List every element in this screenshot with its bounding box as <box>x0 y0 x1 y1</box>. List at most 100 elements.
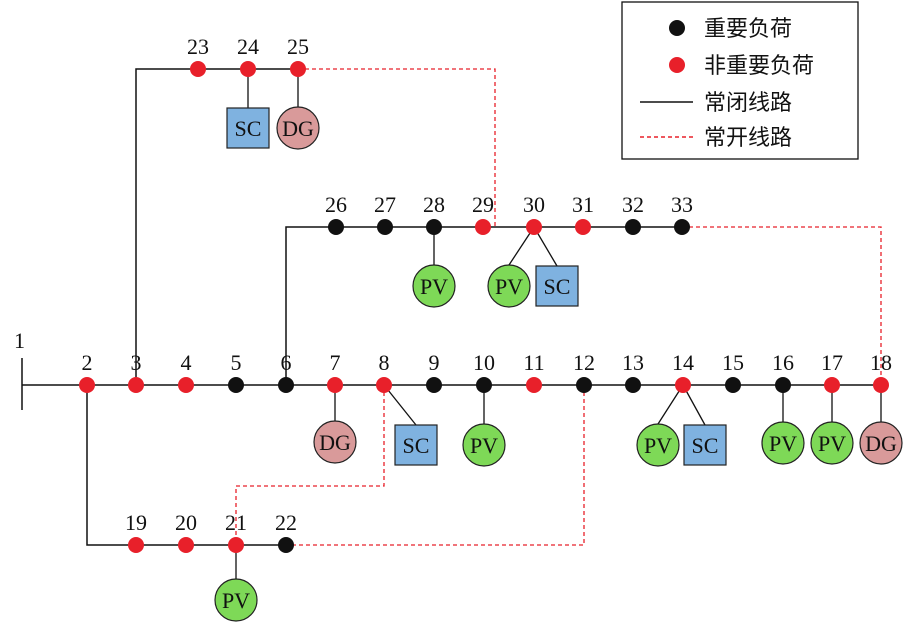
bus-node-11 <box>526 377 542 393</box>
sc-label: SC <box>544 274 571 299</box>
bus-node-25 <box>290 61 306 77</box>
bus-label-8: 8 <box>379 350 390 375</box>
bus-node-29 <box>475 219 491 235</box>
bus-label-4: 4 <box>181 350 192 375</box>
bus-node-21 <box>228 537 244 553</box>
pv-circle <box>761 421 805 465</box>
sc-box <box>683 424 727 466</box>
legend-non-important-marker <box>669 57 685 73</box>
bus-node-18 <box>873 377 889 393</box>
dg-circle <box>859 421 903 465</box>
legend-important-label: 重要负荷 <box>704 17 792 42</box>
bus-label-16: 16 <box>772 350 794 375</box>
sc-label: SC <box>235 116 262 141</box>
bus-label-33: 33 <box>671 192 693 217</box>
bus-node-22 <box>278 537 294 553</box>
pv-device-30: PV <box>487 226 535 308</box>
bus-label-14: 14 <box>672 350 694 375</box>
bus-label-24: 24 <box>237 34 259 59</box>
bus-node-13 <box>625 377 641 393</box>
closed-line-2 <box>86 385 286 546</box>
bus-label-23: 23 <box>187 34 209 59</box>
bus-label-30: 30 <box>523 192 545 217</box>
bus-node-4 <box>178 377 194 393</box>
bus-node-31 <box>575 219 591 235</box>
dg-circle <box>313 420 357 464</box>
sc-label: SC <box>692 433 719 458</box>
bus-label-12: 12 <box>573 350 595 375</box>
source-label: 1 <box>14 328 25 353</box>
bus-label-20: 20 <box>175 510 197 535</box>
dg-device-7: DG <box>313 385 357 464</box>
legend-box <box>621 1 859 160</box>
sc-label: SC <box>403 433 430 458</box>
bus-node-20 <box>178 537 194 553</box>
bus-node-27 <box>377 219 393 235</box>
bus-label-10: 10 <box>473 350 495 375</box>
bus-nodes <box>79 61 889 553</box>
pv-circle <box>487 264 531 308</box>
sc-box <box>394 424 438 466</box>
sc-box <box>535 265 579 307</box>
bus-label-21: 21 <box>225 510 247 535</box>
dg-label: DG <box>319 430 351 455</box>
bus-node-5 <box>228 377 244 393</box>
pv-circle <box>214 578 258 622</box>
source-bus: 1 <box>14 328 25 410</box>
bus-node-32 <box>625 219 641 235</box>
bus-node-24 <box>240 61 256 77</box>
pv-label: PV <box>644 433 672 458</box>
bus-label-26: 26 <box>325 192 347 217</box>
pv-circle <box>810 421 854 465</box>
pv-circle <box>412 264 456 308</box>
bus-node-28 <box>426 219 442 235</box>
bus-node-6 <box>278 377 294 393</box>
pv-device-17: PV <box>810 385 854 465</box>
bus-node-7 <box>327 377 343 393</box>
bus-label-18: 18 <box>870 350 892 375</box>
bus-node-8 <box>376 377 392 393</box>
bus-node-19 <box>128 537 144 553</box>
legend-open-line-label: 常开线路 <box>704 126 792 151</box>
sc-device-14: SC <box>682 384 727 466</box>
bus-label-32: 32 <box>622 192 644 217</box>
sc-device-24: SC <box>226 69 270 149</box>
pv-label: PV <box>495 274 523 299</box>
legend-closed-line-label: 常闭线路 <box>704 91 792 116</box>
bus-node-33 <box>674 219 690 235</box>
pv-circle <box>462 423 506 467</box>
legend-non-important-label: 非重要负荷 <box>704 54 814 79</box>
pv-device-21: PV <box>214 545 258 622</box>
tie-line-8-21 <box>235 385 385 545</box>
bus-label-19: 19 <box>125 510 147 535</box>
pv-label: PV <box>222 588 250 613</box>
pv-device-16: PV <box>761 385 805 465</box>
bus-label-31: 31 <box>572 192 594 217</box>
dg-circle <box>276 106 320 150</box>
tie-line-25-29 <box>298 68 496 227</box>
bus-node-17 <box>824 377 840 393</box>
bus-label-17: 17 <box>821 350 843 375</box>
tie-line-12-22 <box>286 385 585 546</box>
bus-label-6: 6 <box>281 350 292 375</box>
bus-label-7: 7 <box>330 350 341 375</box>
bus-label-2: 2 <box>82 350 93 375</box>
bus-node-10 <box>476 377 492 393</box>
dg-label: DG <box>282 116 314 141</box>
bus-node-23 <box>190 61 206 77</box>
bus-label-29: 29 <box>472 192 494 217</box>
pv-device-14: PV <box>636 384 684 467</box>
bus-label-22: 22 <box>275 510 297 535</box>
bus-node-3 <box>128 377 144 393</box>
pv-device-28: PV <box>412 227 456 308</box>
bus-node-14 <box>675 377 691 393</box>
bus-node-15 <box>725 377 741 393</box>
sc-device-30: SC <box>533 226 579 307</box>
bus-node-16 <box>775 377 791 393</box>
pv-label: PV <box>420 274 448 299</box>
pv-device-10: PV <box>462 385 506 467</box>
closed-line-4 <box>285 226 682 385</box>
bus-node-26 <box>328 219 344 235</box>
